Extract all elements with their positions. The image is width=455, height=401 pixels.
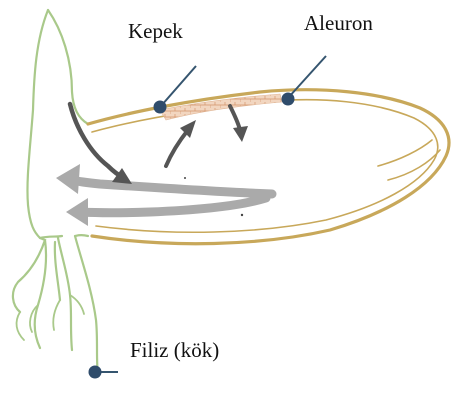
seed-coat-outer xyxy=(88,90,449,244)
aleuron-pointer-line xyxy=(288,56,326,98)
aleuron-pointer-dot xyxy=(282,93,295,106)
dark-arrow-up xyxy=(166,130,188,166)
root-branches xyxy=(17,295,84,340)
seedling-outline xyxy=(13,10,98,375)
dark-arrow-down-head xyxy=(233,126,248,142)
shoot-tip xyxy=(48,10,88,124)
flow-arrow-lower-head xyxy=(66,198,88,226)
speck xyxy=(241,214,243,216)
filiz-pointer-dot xyxy=(89,366,102,379)
flow-arrow-lower xyxy=(82,198,266,213)
flow-arrow-upper xyxy=(72,180,272,194)
label-aleuron: Aleuron xyxy=(304,13,373,34)
label-kepek: Kepek xyxy=(128,21,183,42)
seed-coat-fold xyxy=(378,140,440,180)
kepek-pointer-dot xyxy=(154,101,167,114)
shoot-lower xyxy=(40,235,88,238)
flow-arrow-upper-head xyxy=(56,164,80,194)
speck xyxy=(184,177,186,179)
label-filiz: Filiz (kök) xyxy=(130,340,219,361)
dark-arrow-down xyxy=(230,106,240,130)
